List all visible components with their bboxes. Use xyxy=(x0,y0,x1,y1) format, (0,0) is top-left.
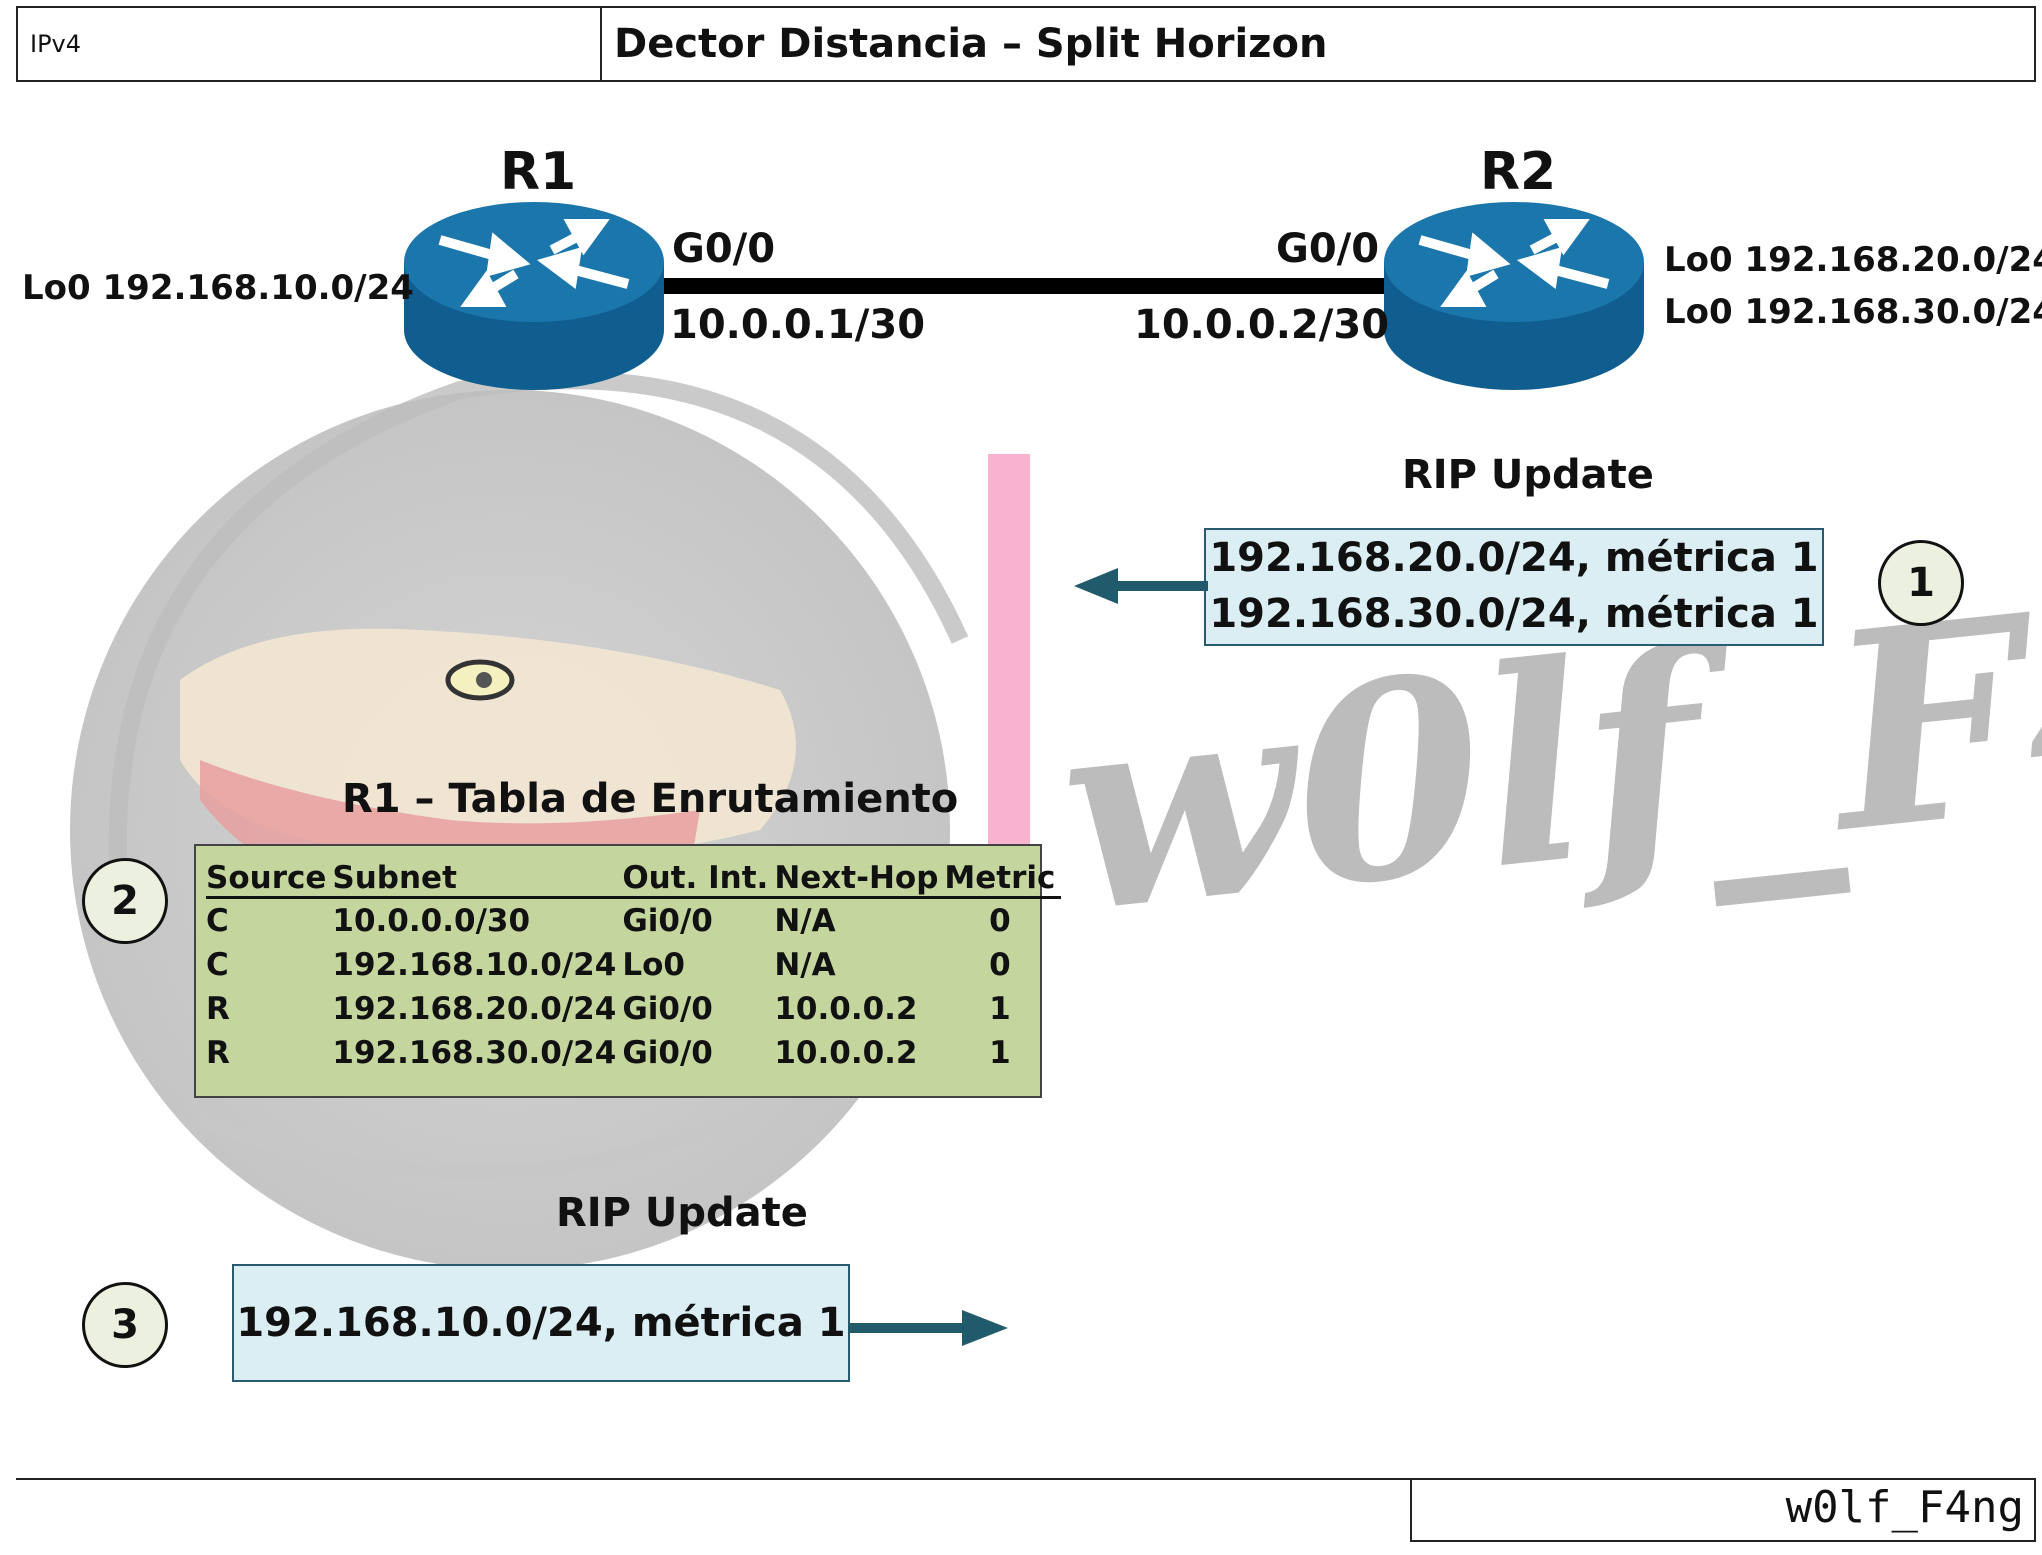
col-source: Source xyxy=(206,856,333,899)
cell-source: R xyxy=(206,1035,230,1071)
cell-metric: 0 xyxy=(989,947,1011,983)
cell-out-int: Gi0/0 xyxy=(622,1035,713,1071)
arrow-left-icon xyxy=(1074,568,1208,604)
cell-metric: 0 xyxy=(989,903,1011,939)
cell-subnet: 192.168.30.0/24 xyxy=(332,1035,617,1071)
cell-out-int: Gi0/0 xyxy=(622,991,713,1027)
routing-table: Source Subnet Out. Int. Next-Hop Metric … xyxy=(194,844,1062,1098)
cell-out-int: Lo0 xyxy=(622,947,685,983)
table-row: C 10.0.0.0/30 Gi0/0 N/A 0 xyxy=(206,898,1061,944)
cell-source: C xyxy=(206,903,229,939)
routing-table-header: Source Subnet Out. Int. Next-Hop Metric xyxy=(206,856,1062,899)
rip-update-1-box: 192.168.20.0/24, métrica 1 192.168.30.0/… xyxy=(1204,528,1824,646)
cell-source: C xyxy=(206,947,229,983)
cell-next-hop: N/A xyxy=(774,947,836,983)
cell-next-hop: 10.0.0.2 xyxy=(774,1035,918,1071)
cell-source: R xyxy=(206,991,230,1027)
table-row: R 192.168.20.0/24 Gi0/0 10.0.0.2 1 xyxy=(206,987,1061,1031)
rip-update-1-line-1: 192.168.20.0/24, métrica 1 xyxy=(1209,535,1819,581)
step-1-badge: 1 xyxy=(1878,540,1964,626)
cell-metric: 1 xyxy=(989,1035,1011,1071)
r2-interface-label: G0/0 xyxy=(1276,226,1380,272)
rip-update-3-line-1: 192.168.10.0/24, métrica 1 xyxy=(236,1300,846,1346)
page-title: Dector Distancia – Split Horizon xyxy=(602,6,2036,82)
split-horizon-barrier xyxy=(988,454,1030,844)
step-2-badge: 2 xyxy=(82,858,168,944)
r1-interface-label: G0/0 xyxy=(672,226,776,272)
cell-subnet: 10.0.0.0/30 xyxy=(332,903,531,939)
rip-update-3-box: 192.168.10.0/24, métrica 1 xyxy=(232,1264,850,1382)
col-metric: Metric xyxy=(944,856,1062,899)
col-out-int: Out. Int. xyxy=(622,856,775,899)
router-r1-icon xyxy=(404,202,664,390)
arrow-right-icon xyxy=(848,1310,1008,1346)
r2-loopback-1: Lo0 192.168.30.0/24 xyxy=(1664,292,2042,332)
r1-loopback-0: Lo0 192.168.10.0/24 xyxy=(22,268,414,308)
rip-update-1-line-2: 192.168.30.0/24, métrica 1 xyxy=(1209,591,1819,637)
router-r2-icon xyxy=(1384,202,1644,390)
router-r1-label: R1 xyxy=(500,142,577,202)
header-category: IPv4 xyxy=(16,6,602,82)
topology-graphic xyxy=(404,202,1644,390)
rip-update-1-title: RIP Update xyxy=(1402,452,1654,498)
cell-subnet: 192.168.10.0/24 xyxy=(332,947,617,983)
col-next-hop: Next-Hop xyxy=(774,856,945,899)
cell-subnet: 192.168.20.0/24 xyxy=(332,991,617,1027)
cell-out-int: Gi0/0 xyxy=(622,903,713,939)
table-row: C 192.168.10.0/24 Lo0 N/A 0 xyxy=(206,943,1061,987)
cell-metric: 1 xyxy=(989,991,1011,1027)
cell-next-hop: 10.0.0.2 xyxy=(774,991,918,1027)
router-r2-label: R2 xyxy=(1480,142,1557,202)
step-3-badge: 3 xyxy=(82,1282,168,1368)
r1-ip-label: 10.0.0.1/30 xyxy=(670,302,926,348)
footer-author: w0lf_F4ng xyxy=(1410,1478,2036,1542)
footer-divider xyxy=(16,1478,2036,1480)
cell-next-hop: N/A xyxy=(774,903,836,939)
r2-loopback-0: Lo0 192.168.20.0/24 xyxy=(1664,240,2042,280)
r2-ip-label: 10.0.0.2/30 xyxy=(1134,302,1390,348)
routing-table-grid: Source Subnet Out. Int. Next-Hop Metric … xyxy=(206,856,1062,1075)
rip-update-3-title: RIP Update xyxy=(556,1190,808,1236)
table-row: R 192.168.30.0/24 Gi0/0 10.0.0.2 1 xyxy=(206,1031,1061,1075)
routing-table-title: R1 – Tabla de Enrutamiento xyxy=(342,776,959,822)
col-subnet: Subnet xyxy=(332,856,623,899)
